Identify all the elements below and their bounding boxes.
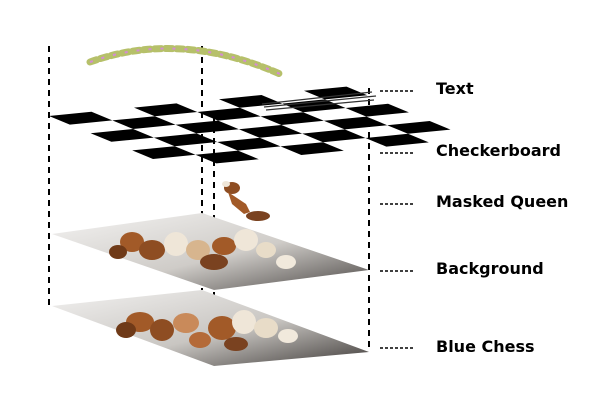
checker-tile — [238, 125, 303, 138]
checker-tile — [134, 103, 198, 117]
arc-text-graphic — [86, 45, 377, 111]
blue-chess-layer — [52, 290, 369, 366]
checker-tile — [302, 129, 366, 143]
checker-tile — [387, 121, 451, 134]
checker-tile — [153, 133, 218, 147]
label-masked-queen: Masked Queen — [436, 192, 569, 211]
checkerboard-layer — [49, 86, 451, 164]
checker-tile — [304, 86, 368, 100]
checker-tile — [175, 120, 239, 134]
checker-tile — [260, 112, 324, 125]
checker-tile — [197, 107, 261, 121]
checker-tile — [90, 129, 154, 142]
masked-queen-piece — [222, 181, 270, 221]
checker-tile — [132, 146, 196, 159]
label-text: Text — [436, 79, 474, 98]
blue-chess-pieces — [116, 310, 298, 351]
checker-tile — [112, 116, 176, 129]
checker-tile — [217, 137, 281, 151]
checker-tile — [49, 111, 113, 125]
label-blue-chess: Blue Chess — [436, 337, 535, 356]
background-layer — [52, 213, 369, 290]
checker-tile — [195, 150, 259, 164]
checker-tile — [280, 142, 344, 155]
label-checkerboard: Checkerboard — [436, 141, 562, 160]
checker-tile — [365, 133, 429, 147]
label-leaders — [380, 90, 414, 349]
checker-tile — [219, 95, 283, 108]
checker-tile — [323, 116, 388, 130]
checker-tile — [345, 103, 409, 117]
label-background: Background — [436, 259, 544, 278]
background-pieces — [109, 229, 296, 270]
